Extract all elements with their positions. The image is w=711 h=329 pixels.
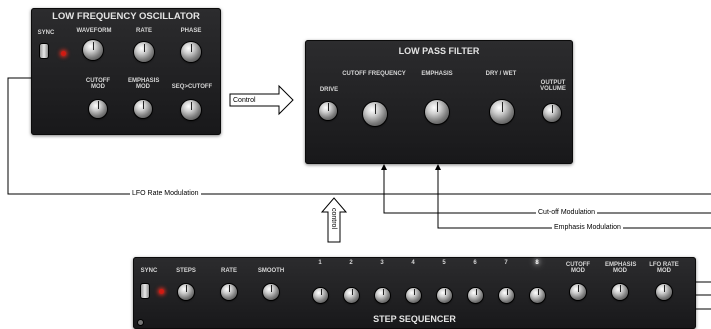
- sequencer-steps-label: STEPS: [176, 268, 196, 274]
- step-number: 6: [473, 260, 477, 266]
- emphasis-modulation-arrowhead: [435, 164, 441, 170]
- step-number: 3: [380, 260, 384, 266]
- step-knob-4[interactable]: [406, 288, 421, 303]
- cutoff-modulation-arrowhead: [381, 164, 387, 170]
- sequencer-steps-knob[interactable]: [178, 284, 194, 300]
- lfo-seq-cutoff-knob[interactable]: [181, 100, 201, 120]
- lfo-cutoff-mod-knob[interactable]: [89, 100, 107, 118]
- sequencer-title: STEP SEQUENCER: [373, 314, 456, 324]
- sequencer-lfo-rate-mod-label: LFO RATE MOD: [649, 262, 679, 274]
- filter-dry-wet-label: DRY / WET: [485, 71, 517, 77]
- emphasis-modulation-label: Emphasis Modulation: [552, 223, 623, 232]
- lfo-sync-label: SYNC: [37, 30, 55, 36]
- panel-screw: [138, 320, 143, 325]
- sequencer-panel: SYNC STEPS RATE SMOOTH 1 2 3 4 5 6 7 8 C…: [133, 257, 696, 329]
- emphasis-modulation-line: [437, 170, 711, 229]
- step-knob-5[interactable]: [437, 288, 452, 303]
- step-knob-2[interactable]: [344, 288, 359, 303]
- step-knob-1[interactable]: [313, 288, 328, 303]
- control-arrow-right: [229, 84, 294, 116]
- control-up-label: control: [330, 208, 337, 230]
- cutoff-modulation-label: Cut-off Modulation: [536, 208, 598, 217]
- step-number: 5: [442, 260, 446, 266]
- step-number: 2: [349, 260, 353, 266]
- sequencer-sync-toggle[interactable]: [141, 284, 149, 298]
- sequencer-cutoff-mod-knob[interactable]: [570, 284, 586, 300]
- filter-cutoff-label: CUTOFF FREQUENCY: [342, 71, 406, 77]
- sequencer-rate-label: RATE: [221, 268, 237, 274]
- sequencer-emphasis-mod-label: EMPHASIS MOD: [605, 262, 637, 274]
- lfo-sync-toggle[interactable]: [40, 44, 48, 58]
- filter-emphasis-label: EMPHASIS: [421, 71, 453, 77]
- sequencer-emphasis-mod-knob[interactable]: [612, 284, 628, 300]
- lfo-cutoff-mod-label: CUTOFF MOD: [85, 78, 111, 90]
- filter-cutoff-knob[interactable]: [363, 102, 387, 126]
- lfo-title: LOW FREQUENCY OSCILLATOR: [52, 11, 200, 22]
- lfo-waveform-knob[interactable]: [83, 40, 103, 60]
- lfo-phase-label: PHASE: [180, 28, 202, 34]
- sequencer-rate-knob[interactable]: [221, 284, 237, 300]
- filter-drive-knob[interactable]: [319, 102, 337, 120]
- lfo-seq-cutoff-label: SEQ>CUTOFF: [171, 84, 213, 90]
- lfo-sync-led: [61, 51, 66, 56]
- filter-emphasis-knob[interactable]: [425, 100, 449, 124]
- sequencer-sync-led: [159, 289, 164, 294]
- lfo-emphasis-mod-label: EMPHASIS MOD: [128, 78, 160, 90]
- sequencer-smooth-knob[interactable]: [263, 284, 279, 300]
- cutoff-modulation-line: [383, 170, 711, 214]
- filter-output-volume-knob[interactable]: [543, 104, 561, 122]
- sequencer-cutoff-mod-label: CUTOFF MOD: [565, 262, 591, 274]
- lfo-phase-knob[interactable]: [181, 42, 201, 62]
- filter-output-volume-label: OUTPUT VOLUME: [540, 80, 566, 92]
- step-knob-6[interactable]: [468, 288, 483, 303]
- lfo-rate-modulation-line: [7, 77, 711, 195]
- step-number: 8: [535, 260, 539, 266]
- step-knob-7[interactable]: [499, 288, 514, 303]
- sequencer-sync-label: SYNC: [140, 268, 158, 274]
- filter-panel: LOW PASS FILTER DRIVE CUTOFF FREQUENCY E…: [305, 40, 573, 164]
- lfo-rate-modulation-label: LFO Rate Modulation: [130, 189, 201, 198]
- filter-title: LOW PASS FILTER: [398, 46, 480, 56]
- control-arrow-up: [320, 197, 348, 243]
- lfo-rate-knob[interactable]: [134, 42, 154, 62]
- lfo-emphasis-mod-knob[interactable]: [134, 100, 152, 118]
- lfo-rate-label: RATE: [136, 28, 152, 34]
- step-knob-8[interactable]: [530, 288, 545, 303]
- filter-drive-label: DRIVE: [319, 87, 339, 93]
- lfo-waveform-label: WAVEFORM: [76, 28, 112, 34]
- step-number: 1: [318, 260, 322, 266]
- filter-dry-wet-knob[interactable]: [490, 100, 514, 124]
- step-knob-3[interactable]: [375, 288, 390, 303]
- sequencer-lfo-rate-mod-knob[interactable]: [656, 284, 672, 300]
- lfo-panel: LOW FREQUENCY OSCILLATOR SYNC WAVEFORM R…: [31, 8, 221, 135]
- sequencer-smooth-label: SMOOTH: [257, 268, 285, 274]
- control-right-label: Control: [233, 97, 256, 104]
- step-number: 4: [411, 260, 415, 266]
- step-number: 7: [504, 260, 508, 266]
